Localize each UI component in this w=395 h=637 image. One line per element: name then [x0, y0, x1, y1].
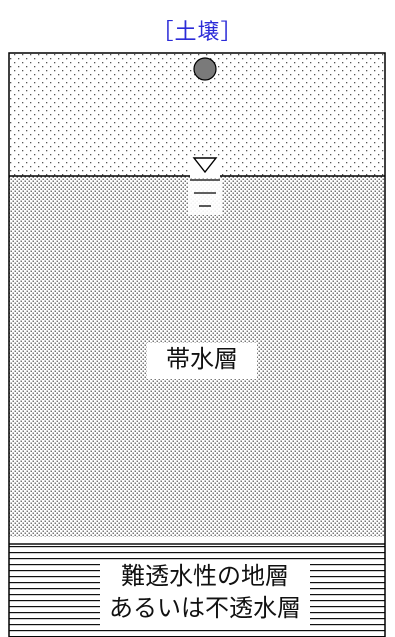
- impermeable-label-line2: あるいは不透水層: [109, 594, 301, 622]
- impermeable-label: 難透水性の地層 あるいは不透水層: [100, 560, 310, 630]
- well-marker-icon: [193, 57, 217, 81]
- impermeable-label-line1: 難透水性の地層: [121, 562, 289, 590]
- diagram-title: ［土壌］: [151, 20, 244, 45]
- water-table-icon: [188, 156, 222, 215]
- aquifer-label: 帯水層: [147, 343, 257, 379]
- section-border: [8, 52, 386, 637]
